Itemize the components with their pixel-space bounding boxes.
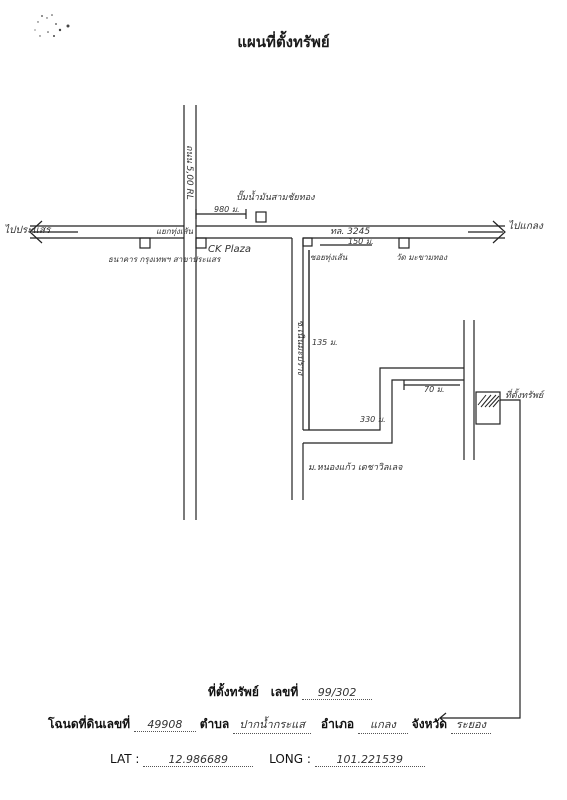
house-no-label: เลขที่ [270,685,299,699]
lat-value: 12.986689 [168,753,229,766]
province-value: ระยอง [455,718,487,731]
arrow-left [29,220,43,244]
scan-smudge [34,14,70,37]
bank-label: ธนาคาร กรุงเทพฯ สาขาประแสร [108,255,222,265]
distance-330-label: 330 ม. [360,415,386,424]
coordinates-row: LAT : 12.986689 LONG : 101.221539 [110,752,425,767]
lane-label: ซอยทุ่งเส้น [310,253,348,263]
gas-station-marker [255,211,267,223]
ck-plaza-label: CK Plaza [208,244,251,255]
deed-no-value: 49908 [147,718,183,731]
distance-150-label: 150 ม. [348,237,374,246]
property-label: ที่ตั้งทรัพย์ [505,388,545,401]
long-label: LONG : [269,752,311,766]
intersection-label: แยกทุ่งเส้น [156,227,193,237]
side-road-label: ซ.เนินมะปราง [295,320,306,376]
road-number-label: ทล. 3245 [330,227,370,237]
temple-marker [398,237,410,249]
temple-label: วัด มะขามทอง [396,253,448,262]
deed-row: โฉนดที่ดินเลขที่ 49908 ตำบล ปากน้ำกระแส … [48,715,491,734]
subdistrict-value: ปากน้ำกระแส [239,718,305,731]
house-no-value: 99/302 [317,686,357,699]
ck-plaza-marker [195,237,207,249]
subdistrict-label: ตำบล [199,717,230,731]
bank-marker [139,237,151,249]
property-pointer-line [440,399,521,719]
district-value: แกลง [369,718,396,731]
vertical-road-label: ถนน 5,00 RL [184,145,194,200]
gas-station-label: ปั๊มน้ำมันสามชัยทอง [236,190,315,203]
property-plot [475,391,501,425]
address-row: ที่ตั้งทรัพย์ เลขที่ 99/302 [208,683,373,702]
distance-70-label: 70 ม. [424,385,445,394]
province-label: จังหวัด [411,717,448,731]
page-title: แผนที่ตั้งทรัพย์ [237,33,330,51]
distance-135-label: 135 ม. [312,338,338,347]
long-value: 101.221539 [336,753,403,766]
address-label: ที่ตั้งทรัพย์ [208,685,259,699]
left-destination-label: ไปประแสร [4,224,52,236]
village-label: ม.หนองแก้ว เดชาวิลเลจ [308,462,403,473]
deed-label: โฉนดที่ดินเลขที่ [48,717,131,731]
district-label: อำเภอ [320,717,355,731]
right-destination-label: ไปแกลง [508,220,544,232]
lat-label: LAT : [110,752,140,766]
arrow-right [492,220,506,244]
side-road-marker [302,237,313,247]
distance-980-label: 980 ม. [214,205,240,214]
